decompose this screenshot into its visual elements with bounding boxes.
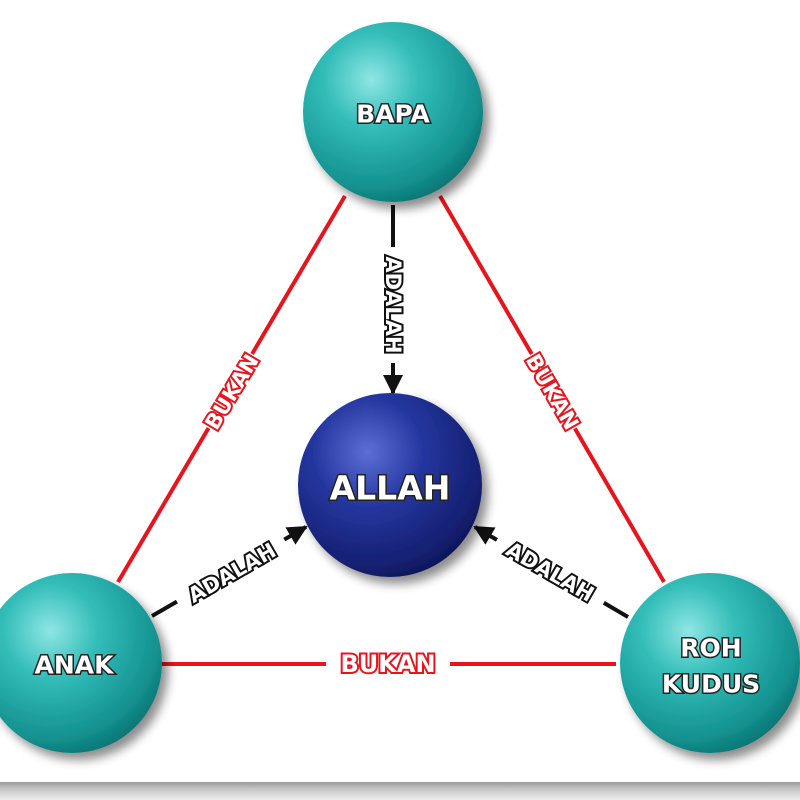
node-allah	[298, 393, 482, 577]
label-bapa-anak: BUKAN	[200, 350, 263, 434]
label-anak-allah: ADALAH	[184, 538, 280, 607]
node-bapa-label: BAPA	[356, 100, 430, 129]
node-roh-kudus-label-line2: KUDUS	[662, 670, 760, 699]
label-bapa-allah: ADALAH	[381, 256, 405, 353]
node-roh-kudus	[620, 573, 800, 753]
bottom-border-bar	[0, 782, 800, 800]
label-roh-kudus-allah: ADALAH	[502, 537, 598, 606]
node-allah-label: ALLAH	[330, 469, 451, 508]
node-anak	[0, 573, 162, 753]
label-anak-roh-kudus: BUKAN	[340, 650, 435, 678]
node-bapa	[303, 22, 483, 202]
node-roh-kudus-label-line1: ROH	[680, 634, 741, 663]
label-bapa-roh-kudus: BUKAN	[521, 350, 583, 434]
node-anak-label: ANAK	[35, 651, 116, 680]
